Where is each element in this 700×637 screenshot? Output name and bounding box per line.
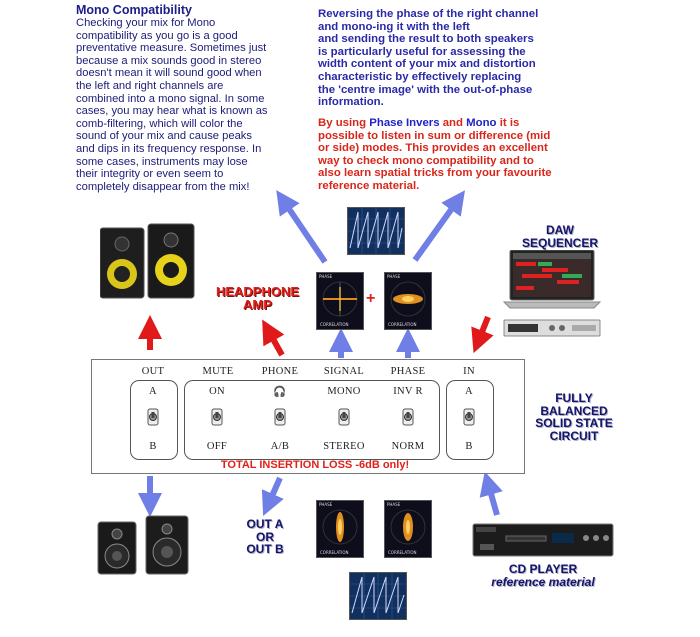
mono-note-line: Checking your mix for Mono [76, 17, 216, 29]
mono-note-title: Mono Compatibility [76, 3, 192, 17]
mono-note-line: their integrity or even seem to [76, 168, 224, 181]
phase-scope-bottom-right: PHASE CORRELATION [384, 500, 432, 558]
mono-note-line: and dips in its frequency response. In [76, 142, 262, 155]
mute-on-label: ON [209, 386, 225, 397]
header-signal: SIGNAL [323, 366, 365, 377]
mono-note-line: sound of your mix and cause peaks [76, 130, 252, 143]
plus-sign: + [366, 290, 376, 307]
out-b-label: B [149, 441, 157, 452]
phase-note-line: the 'centre image' with the out-of-phase [318, 83, 533, 96]
mono-note-line: the left and right channels are [76, 79, 224, 92]
header-mute: MUTE [202, 366, 234, 377]
mid-side-note-line: also learn spatial tricks from your favo… [318, 167, 552, 180]
arrow-phone-to-outab [261, 476, 284, 516]
mono-compatibility-note: Mono Compatibility Checking your mix for… [76, 3, 316, 193]
phase-note-line: Reversing the phase of the right channel [318, 8, 539, 20]
arrow-to-phase-note [412, 190, 465, 262]
cd-player-image [472, 520, 614, 560]
phase-reversal-note: Reversing the phase of the right channel… [318, 8, 618, 109]
mono-note-line: because a mix sounds good in stereo [76, 54, 262, 67]
headphone-amp-label: HEADPHONE AMP [215, 284, 300, 312]
mono-note-line: combined into a mono signal. In some [76, 92, 265, 105]
cd-player-label: CD PLAYER reference material [491, 562, 595, 589]
phase-inv-label: INV R [393, 386, 423, 397]
mid-side-first-line: By using Phase Invers and Mono it is [318, 117, 520, 129]
phase-toggle-switch[interactable] [400, 406, 416, 428]
waveform-scope-bottom [349, 572, 407, 620]
arrow-phone-to-amp [262, 319, 285, 357]
phase-note-line: and mono-ing it with the left [318, 20, 470, 33]
mono-note-line: doesn't mean it will sound good when [76, 67, 262, 80]
phase-note-line: information. [318, 96, 384, 109]
fully-balanced-label: FULLY BALANCED SOLID STATE CIRCUIT [535, 391, 613, 443]
phone-ab-label: A/B [270, 441, 290, 452]
arrow-daw-to-in [471, 315, 494, 354]
phase-note-line: and sending the result to both speakers [318, 33, 534, 46]
phase-note-line: width content of your mix and distortion [318, 58, 536, 71]
in-switch-frame [446, 380, 494, 460]
mid-side-note: By using Phase Invers and Mono it is pos… [318, 117, 618, 193]
mono-note-line: some cases, instruments may lose [76, 155, 248, 168]
daw-laptop-image [502, 249, 602, 345]
phase-norm-label: NORM [391, 441, 425, 452]
phase-note-line: is particularly useful for assessing the [318, 45, 526, 58]
phase-scope-mono: PHASE CORRELATION [316, 272, 364, 330]
in-b-label: B [465, 441, 473, 452]
phase-scope-stereo: PHASE CORRELATION [384, 272, 432, 330]
in-a-label: A [465, 386, 473, 397]
out-switch-frame [130, 380, 178, 460]
mono-note-line: comb-filtering, which will color the [76, 117, 243, 130]
phase-note-line: characteristic by effectively replacing [318, 70, 522, 83]
waveform-scope-top [347, 207, 405, 255]
mid-side-note-line: possible to listen in sum or difference … [318, 129, 551, 142]
header-in: IN [463, 366, 475, 377]
headphone-icon: 🎧 [273, 386, 287, 398]
signal-toggle-switch[interactable] [336, 406, 352, 428]
phase-note-body: Reversing the phase of the right channel… [318, 8, 618, 109]
mid-side-note-line: or side) modes. This provides an excelle… [318, 142, 548, 155]
mono-note-line: completely disappear from the mix! [76, 180, 250, 193]
mute-off-label: OFF [206, 441, 228, 452]
monitor-controls-frame [184, 380, 440, 460]
desktop-speakers-image [96, 514, 192, 576]
header-phone: PHONE [261, 366, 299, 377]
out-a-or-b-label: OUT A OR OUT B [246, 517, 284, 556]
insertion-loss-note: TOTAL INSERTION LOSS -6dB only! [220, 459, 410, 471]
mono-note-line: preventative measure. Sometimes just [76, 42, 267, 55]
mute-toggle-switch[interactable] [209, 406, 225, 428]
signal-mono-label: MONO [327, 386, 361, 397]
in-toggle-switch[interactable] [461, 406, 477, 428]
mono-note-line: compatibility as you go is a good [76, 29, 238, 42]
mid-side-note-body: possible to listen in sum or difference … [318, 130, 618, 193]
out-a-label: A [149, 386, 157, 397]
arrow-to-mono-note [276, 190, 328, 264]
mid-side-note-line: reference material. [318, 179, 420, 192]
header-out: OUT [141, 366, 165, 377]
studio-monitors-image [99, 222, 196, 300]
header-phase: PHASE [390, 366, 426, 377]
mid-side-note-line: way to check mono compatibility and to [318, 154, 534, 167]
arrow-cd-to-in [479, 471, 503, 516]
phone-toggle-switch[interactable] [272, 406, 288, 428]
out-toggle-switch[interactable] [145, 406, 161, 428]
signal-stereo-label: STEREO [323, 441, 365, 452]
phase-scope-bottom-left: PHASE CORRELATION [316, 500, 364, 558]
mono-note-line: cases, you may hear what is known as [76, 105, 268, 118]
daw-sequencer-label: DAW SEQUENCER [521, 223, 598, 250]
